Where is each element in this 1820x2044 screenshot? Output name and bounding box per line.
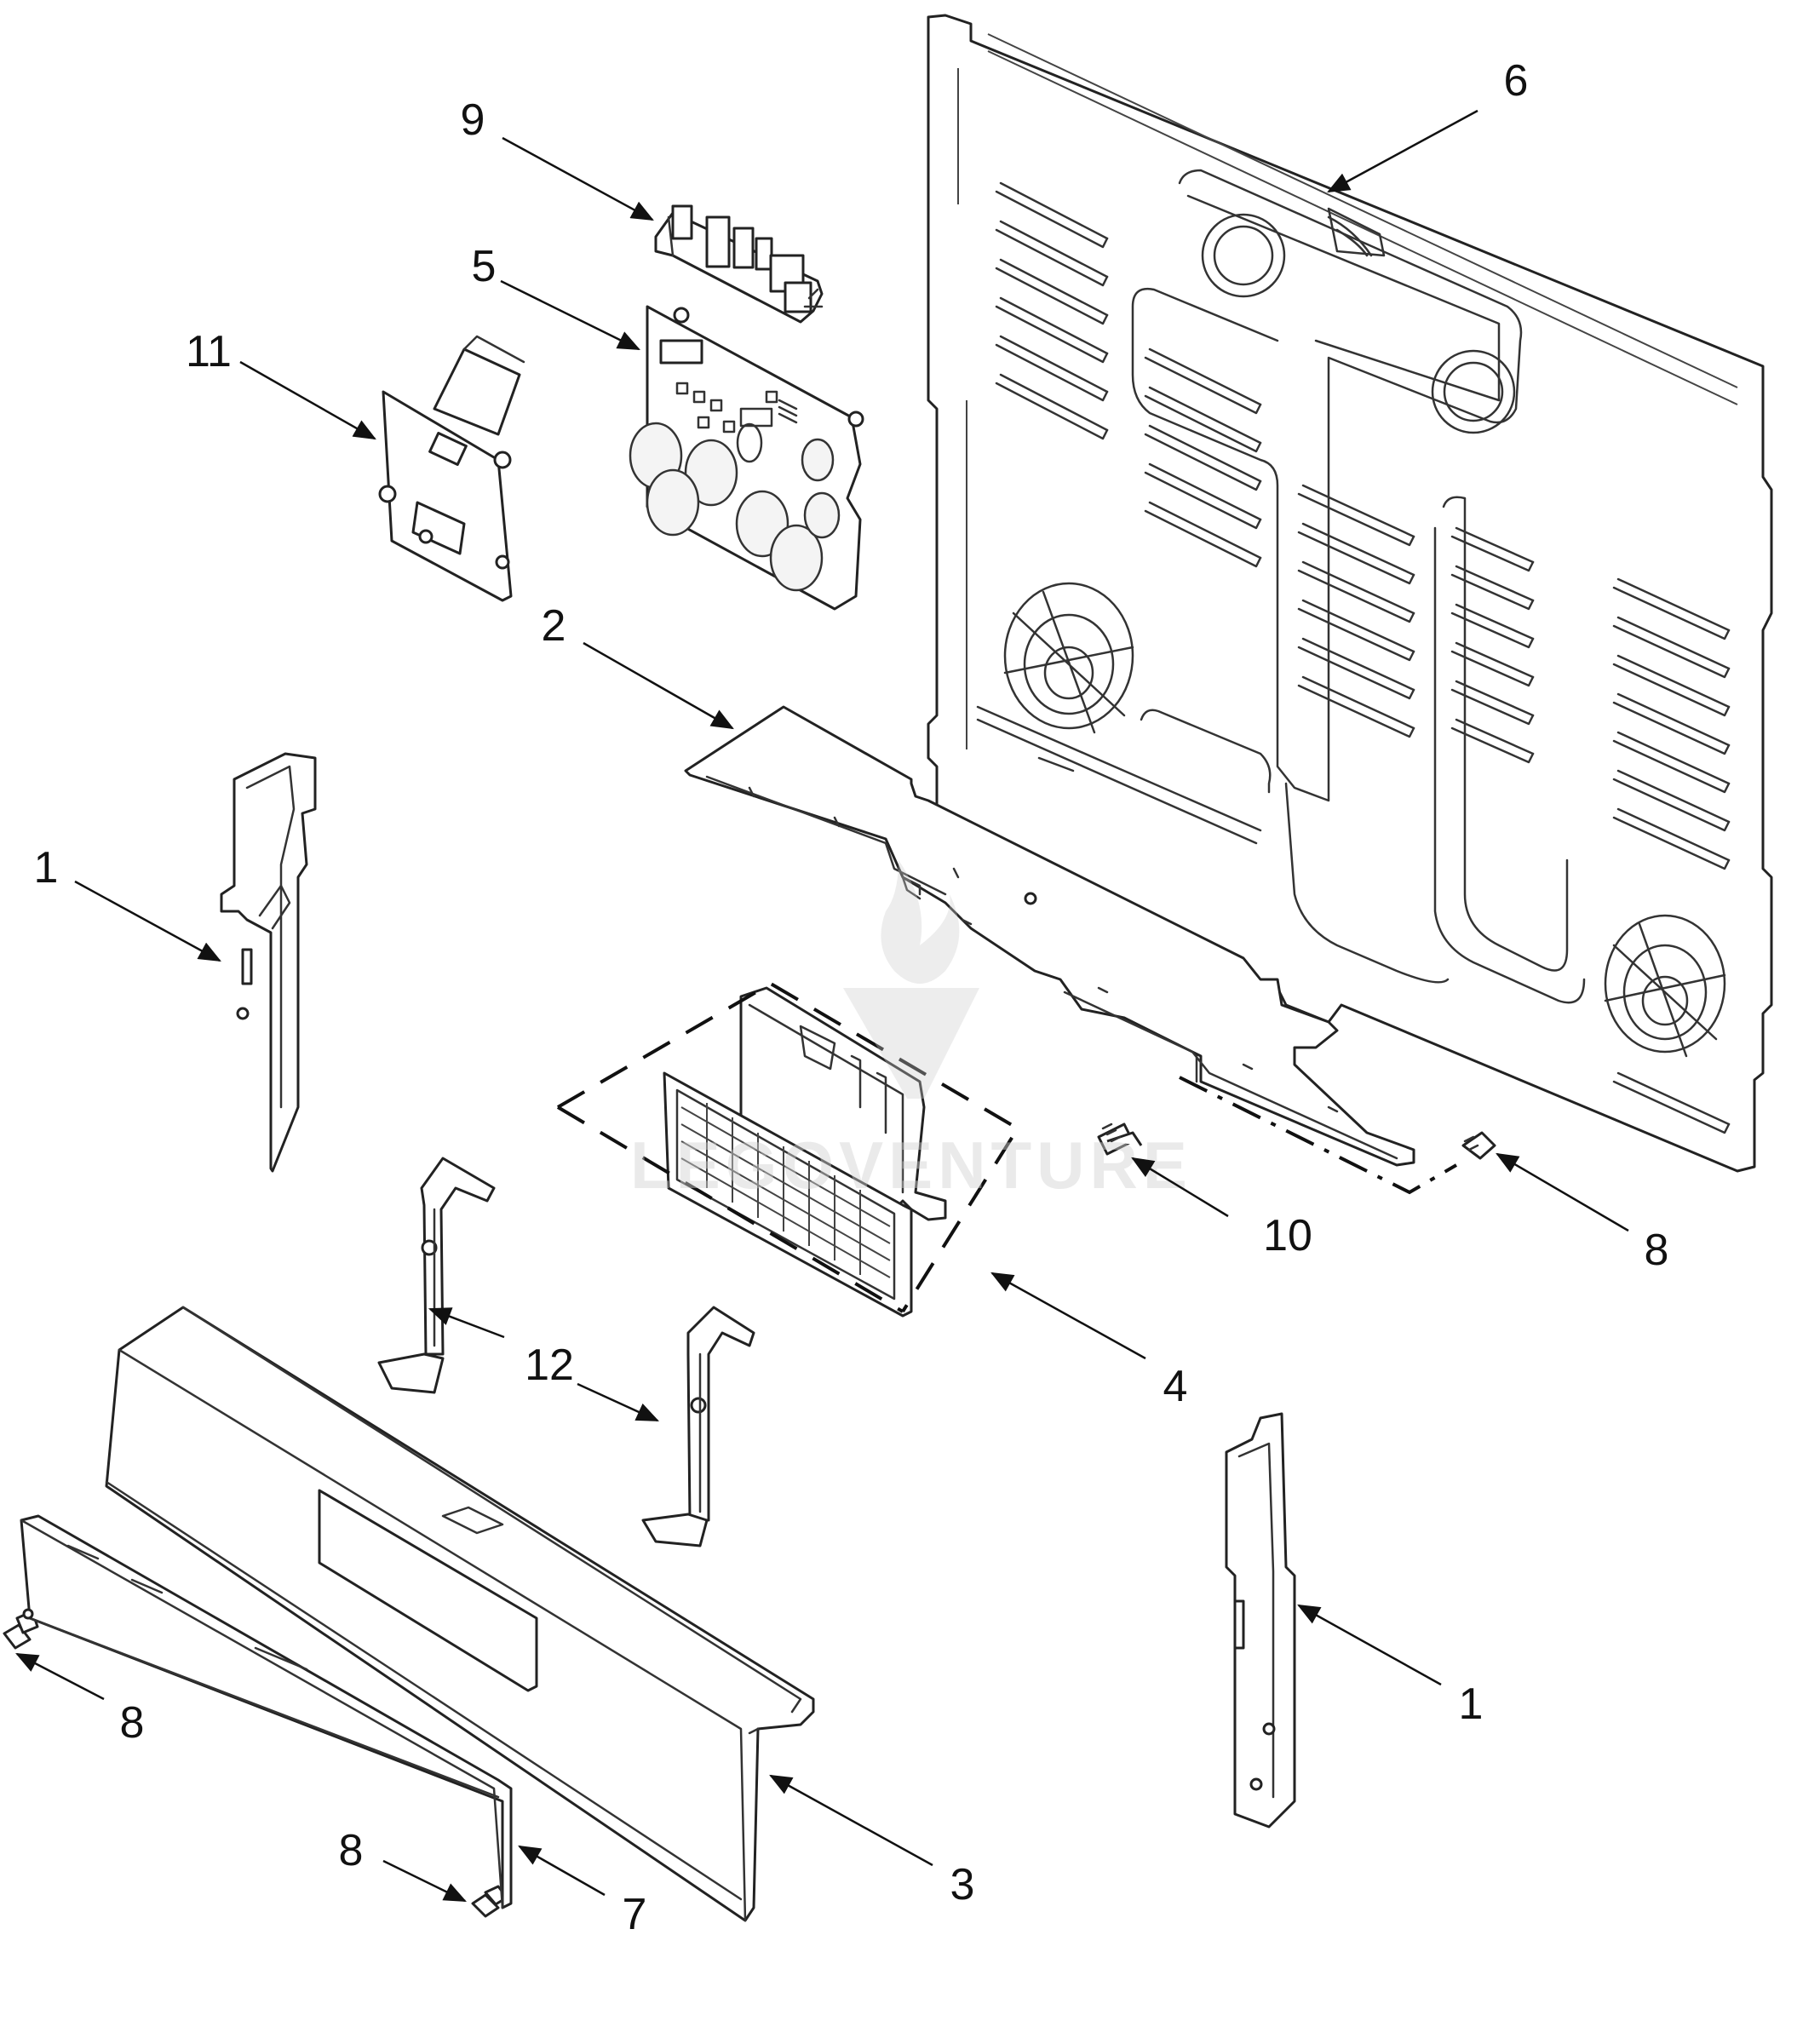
callout-8-right: 8 — [1645, 1226, 1669, 1275]
leader-1-right — [1297, 1604, 1442, 1686]
leader-10 — [1131, 1157, 1229, 1218]
callout-11: 11 — [186, 327, 232, 376]
part-11-display-bracket — [378, 335, 525, 602]
leader-12-a — [428, 1307, 505, 1339]
part-8-screw-right — [1461, 1131, 1496, 1160]
callout-9: 9 — [461, 95, 485, 145]
leader-3 — [769, 1774, 933, 1867]
watermark-logo: LEGOVENTURE — [630, 860, 1192, 1203]
fan-guard-left — [1003, 582, 1134, 734]
leader-5 — [500, 279, 640, 351]
part-6-rear-panel — [927, 14, 1773, 1173]
part-2-group-outline — [1179, 1076, 1458, 1195]
part-9-terminal-block — [654, 204, 824, 324]
callout-10: 10 — [1263, 1211, 1312, 1260]
callout-1-right: 1 — [1459, 1679, 1484, 1729]
watermark-text: LEGOVENTURE — [630, 1128, 1192, 1203]
leader-1-left — [74, 880, 221, 962]
callout-4: 4 — [1163, 1362, 1188, 1411]
part-12-support-bracket-right — [641, 1306, 755, 1547]
leader-8-right — [1496, 1152, 1629, 1232]
callout-6: 6 — [1504, 56, 1529, 106]
leader-12-b — [577, 1382, 660, 1422]
callout-12: 12 — [525, 1341, 574, 1390]
fan-guard-right — [1604, 914, 1726, 1058]
part-12-support-bracket-left — [377, 1157, 496, 1394]
leader-11 — [239, 360, 376, 440]
leader-4 — [990, 1272, 1146, 1360]
callout-3: 3 — [950, 1860, 975, 1909]
callout-2: 2 — [542, 601, 566, 651]
callout-5: 5 — [472, 242, 497, 291]
part-1-side-bracket-left — [220, 752, 317, 1173]
leader-8-left — [15, 1652, 105, 1701]
callout-7: 7 — [623, 1890, 647, 1939]
callout-8-bottom: 8 — [339, 1826, 364, 1875]
leader-7 — [518, 1845, 606, 1897]
callout-labels: 9 5 6 11 2 1 10 8 4 12 1 8 8 7 3 — [34, 56, 1669, 1939]
part-1-side-bracket-right — [1225, 1412, 1296, 1829]
part-3-console-panel — [105, 1306, 815, 1922]
part-4-control-assembly — [556, 981, 1020, 1318]
callout-8-left: 8 — [120, 1698, 145, 1748]
leader-9 — [502, 136, 654, 221]
leader-6 — [1327, 109, 1478, 193]
leader-2 — [583, 641, 734, 730]
leader-arrows — [15, 109, 1629, 1903]
part-7-lower-trim — [20, 1514, 513, 1909]
part-5-control-board — [629, 305, 864, 611]
callout-1-left: 1 — [34, 843, 59, 893]
leader-8-bottom — [382, 1859, 467, 1903]
part-2-channel-bracket — [684, 705, 1415, 1167]
part-10-screw — [1097, 1122, 1143, 1156]
